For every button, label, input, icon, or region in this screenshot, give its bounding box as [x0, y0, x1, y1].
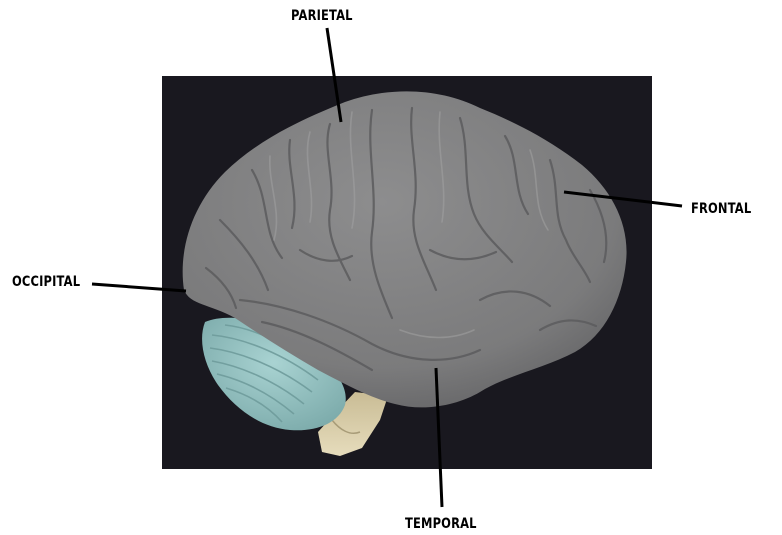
label-temporal: TEMPORAL — [405, 516, 477, 532]
label-frontal: FRONTAL — [691, 201, 751, 217]
label-parietal: PARIETAL — [291, 8, 353, 24]
label-occipital: OCCIPITAL — [12, 274, 80, 290]
